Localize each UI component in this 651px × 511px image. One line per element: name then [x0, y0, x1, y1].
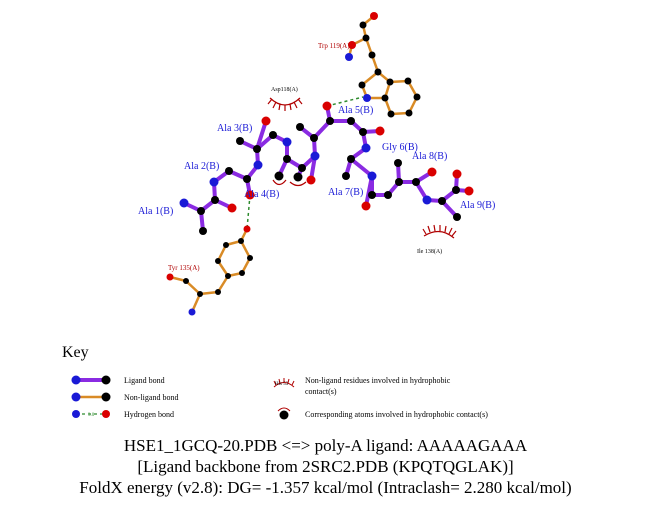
- key-hbond-distance: 3.0: [88, 413, 95, 418]
- label-ala3: Ala 3(B): [217, 123, 252, 134]
- caption-backbone: [Ligand backbone from 2SRC2.PDB (KPQTQGL…: [137, 457, 514, 476]
- asp118-spokes: [267, 98, 303, 111]
- key-ligand-bond: Ligand bond: [124, 376, 165, 385]
- key-nonligand-bond: Non-ligand bond: [124, 393, 178, 402]
- key-hydrophobic-residues-1: Non-ligand residues involved in hydropho…: [305, 376, 451, 385]
- key-residue-example: His 53: [275, 382, 289, 387]
- key-hydrophobic-arc: [273, 382, 295, 388]
- key-title: Key: [62, 344, 89, 361]
- ala5-atom-arc: [289, 181, 307, 187]
- ligplot-diagram: Ala 1(B) Ala 2(B) Ala 3(B) Ala 4(B) Ala …: [62, 12, 495, 420]
- ligand-labels: Ala 1(B) Ala 2(B) Ala 3(B) Ala 4(B) Ala …: [138, 105, 495, 217]
- label-ala2: Ala 2(B): [184, 161, 219, 172]
- label-trp119: Trp 119(A): [318, 42, 350, 50]
- label-tyr135: Tyr 135(A): [168, 264, 200, 272]
- caption-title: HSE1_1GCQ-20.PDB <=> poly-A ligand: AAAA…: [123, 436, 528, 455]
- key-hydrophobic-residues-2: contact(s): [305, 387, 337, 396]
- ala4-atom-arc: [272, 179, 287, 186]
- label-ile138: Ile 138(A): [417, 248, 442, 255]
- ile138-spokes: [422, 224, 457, 237]
- caption-energy: FoldX energy (v2.8): DG= -1.357 kcal/mol…: [79, 478, 572, 497]
- label-ala4: Ala 4(B): [244, 189, 279, 200]
- label-ala1: Ala 1(B): [138, 206, 173, 217]
- contact-labels: Trp 119(A) Tyr 135(A) Asp118(A) Ile 138(…: [168, 42, 442, 272]
- hydrophobic-arcs: [267, 97, 457, 239]
- label-ala5: Ala 5(B): [338, 105, 373, 116]
- key-hydrogen-bond: Hydrogen bond: [124, 410, 174, 419]
- label-ala7: Ala 7(B): [328, 187, 363, 198]
- ile138-arc: [423, 230, 455, 239]
- atoms: [166, 12, 474, 316]
- key: Key Ligand bond Non-ligand bond 3.0 Hydr…: [62, 344, 488, 420]
- hydrogen-bonds: [246, 96, 364, 230]
- key-hydrophobic-atoms: Corresponding atoms involved in hydropho…: [305, 410, 488, 419]
- label-ala9: Ala 9(B): [460, 200, 495, 211]
- label-asp118: Asp118(A): [271, 86, 298, 93]
- label-gly6: Gly 6(B): [382, 142, 418, 153]
- label-ala8: Ala 8(B): [412, 151, 447, 162]
